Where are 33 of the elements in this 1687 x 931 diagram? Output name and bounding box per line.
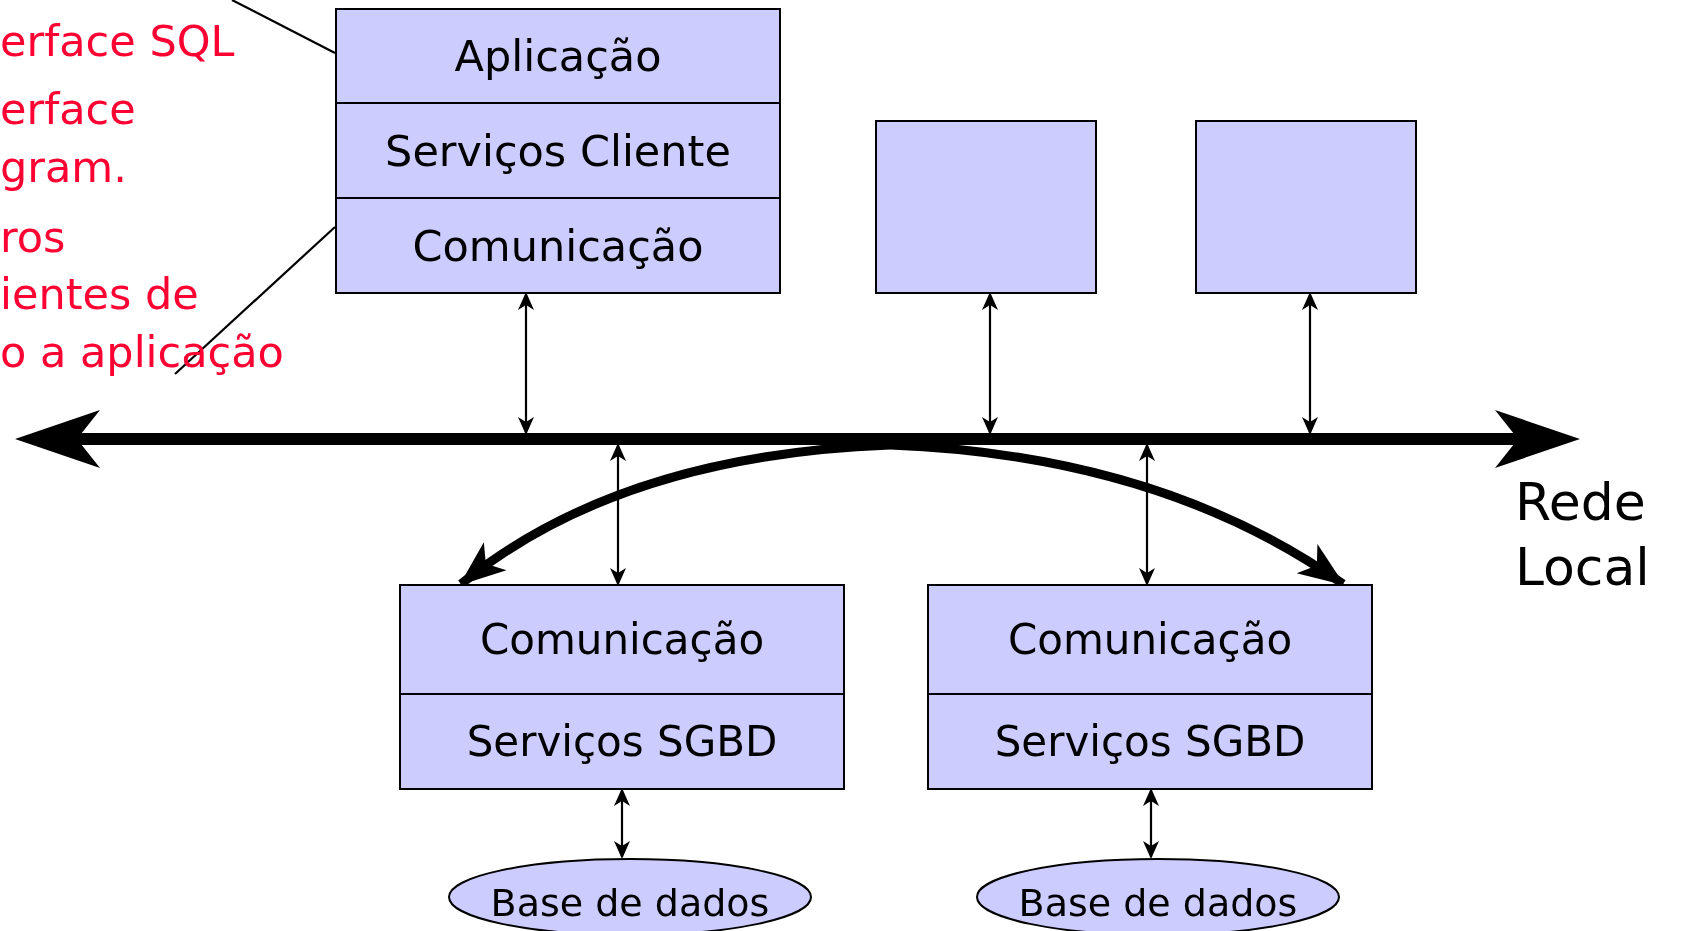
database-label: Base de dados: [1018, 881, 1298, 925]
note-text: gram.: [0, 146, 127, 189]
empty-box: [875, 120, 1097, 294]
network-label: Rede Local: [1515, 471, 1651, 599]
database-label: Base de dados: [490, 881, 770, 925]
note-text: ros: [0, 216, 66, 259]
layer-box: [335, 8, 781, 104]
note-text: erface SQL: [0, 20, 235, 63]
note-text: erface: [0, 88, 136, 131]
layer-label: Aplicação: [454, 31, 662, 81]
network-arrow: [15, 410, 1580, 468]
empty-box: [1195, 120, 1417, 294]
double-arrow: [614, 788, 630, 859]
double-arrow: [1139, 443, 1155, 586]
double-arrow: [1143, 788, 1159, 859]
note-text: ientes de: [0, 273, 199, 316]
double-arrow: [1302, 292, 1318, 435]
leader-line: [231, 0, 336, 54]
layer-box: [927, 584, 1373, 695]
layer-box: [399, 693, 845, 790]
layer-box: [927, 693, 1373, 790]
layer-label: Comunicação: [412, 220, 704, 271]
layer-label: Comunicação: [479, 615, 765, 664]
layer-label: Comunicação: [1007, 615, 1293, 664]
layer-box: [335, 102, 781, 199]
layer-box: [335, 197, 781, 294]
layer-label: Serviços SGBD: [466, 717, 778, 766]
double-arrow: [518, 292, 534, 435]
layer-box: [399, 584, 845, 695]
double-arrow: [610, 443, 626, 586]
layer-label: Serviços Cliente: [385, 125, 731, 176]
double-arrow: [982, 292, 998, 435]
layer-label: Serviços SGBD: [994, 717, 1306, 766]
